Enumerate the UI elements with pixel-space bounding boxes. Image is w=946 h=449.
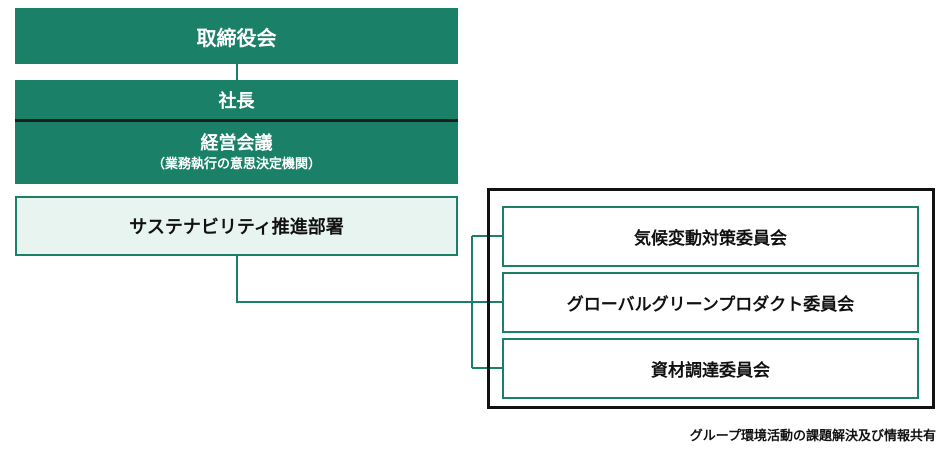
president-management-divider [15,119,458,122]
management-meeting-box: 経営会議 （業務執行の意思決定機関） [15,122,458,184]
sustainability-department-box: サステナビリティ推進部署 [15,196,458,256]
management-meeting-label: 経営会議 [200,133,273,155]
committee-green-product-box: グローバルグリーンプロダクト委員会 [502,272,919,333]
board-of-directors-box: 取締役会 [15,8,458,64]
committee-climate-label: 気候変動対策委員会 [634,229,787,249]
management-meeting-note: （業務執行の意思決定機関） [151,157,321,172]
president-box: 社長 [15,80,458,120]
committee-group-frame [487,188,935,409]
committee-materials-label: 資材調達委員会 [651,361,770,381]
sustainability-department-label: サステナビリティ推進部署 [129,217,344,238]
group-caption: グループ環境活動の課題解決及び情報共有 [689,429,936,444]
committee-materials-box: 資材調達委員会 [502,338,919,399]
connector-sustain-committees [236,256,472,303]
committee-green-product-label: グローバルグリーンプロダクト委員会 [566,295,855,315]
committee-climate-box: 気候変動対策委員会 [502,206,919,267]
president-label: 社長 [218,91,255,112]
board-of-directors-label: 取締役会 [196,25,277,50]
